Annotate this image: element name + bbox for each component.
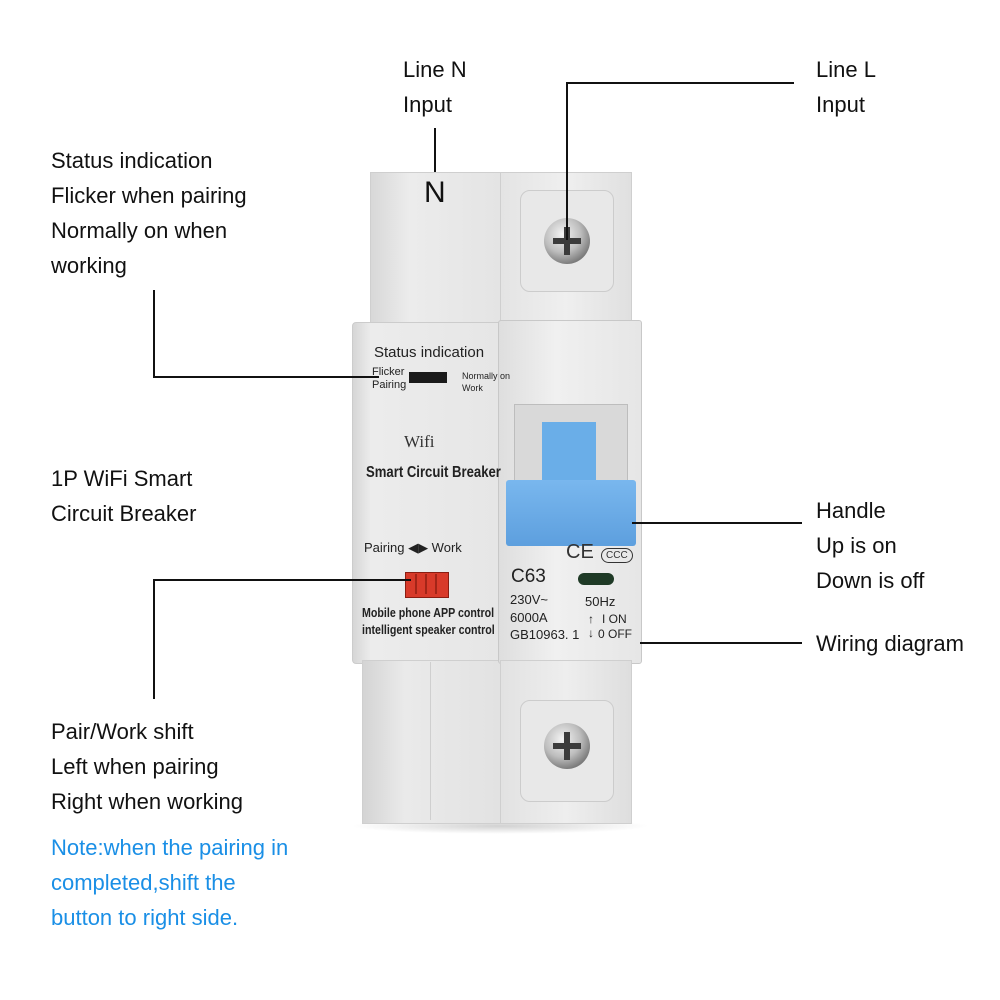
ccc-mark: CCC	[601, 548, 633, 563]
line-l-leader-h	[566, 82, 794, 84]
pairing-work-label: Pairing ◀▶ Work	[364, 540, 462, 555]
left-module-bottom-groove	[430, 662, 431, 820]
on-label: I ON	[602, 612, 627, 626]
wifi-label: Wifi	[404, 432, 435, 451]
status-led	[409, 372, 447, 383]
smart-circuit-breaker-label: Smart Circuit Breaker	[366, 464, 501, 481]
on-off-arrows-icon: ↑↓	[588, 612, 594, 640]
bottom-screw-icon	[544, 723, 590, 769]
on-indicator-window	[578, 573, 614, 585]
voltage-label: 230V~	[510, 592, 548, 607]
switch-ridge-1	[415, 574, 417, 594]
rating-label: C63	[511, 566, 546, 587]
breaking-capacity-label: 6000A	[510, 610, 548, 625]
status-leader-h	[153, 376, 379, 378]
neutral-mark: N	[424, 176, 446, 209]
line-n-leader	[434, 128, 436, 172]
status-indication-title: Status indication	[374, 344, 485, 361]
line-l-leader-v	[566, 82, 568, 240]
pair-leader-h	[153, 579, 411, 581]
wiring-leader	[640, 642, 802, 644]
switch-ridge-3	[435, 574, 437, 594]
handle-leader	[632, 522, 802, 524]
switch-ridge-2	[425, 574, 427, 594]
pair-work-switch[interactable]	[405, 572, 449, 598]
pair-leader-v	[153, 579, 155, 699]
off-label: 0 OFF	[598, 627, 633, 641]
ce-mark: CE	[566, 541, 594, 563]
wiring-diagram-label: Wiring diagram	[816, 631, 964, 656]
status-leader-v	[153, 290, 155, 378]
frequency-label: 50Hz	[585, 594, 616, 609]
standard-label: GB10963. 1	[510, 627, 580, 642]
left-module-bottom	[362, 660, 502, 824]
handle-lower[interactable]	[506, 480, 636, 546]
